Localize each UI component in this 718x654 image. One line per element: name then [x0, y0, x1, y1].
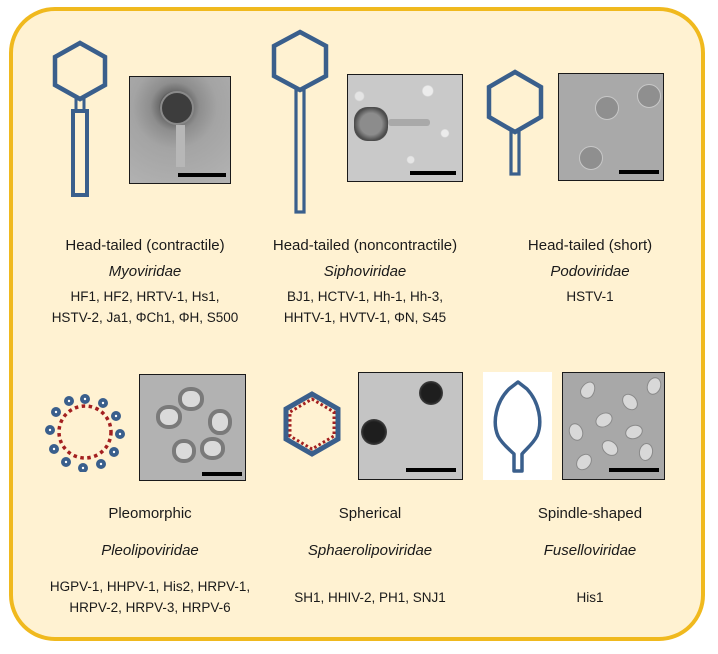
virus-members: HF1, HF2, HRTV-1, Hs1, HSTV-2, Ja1, ΦCh1… — [51, 289, 239, 325]
family-label: Pleolipoviridae — [101, 542, 199, 559]
morphotype-label: Spindle-shaped — [537, 505, 643, 522]
family-label: Sphaerolipoviridae — [307, 542, 433, 559]
virus-members: His1 — [576, 590, 604, 605]
morphotype-label: Head-tailed (noncontractile) — [272, 237, 458, 254]
tem-siphovirus-micrograph — [347, 74, 463, 182]
spindle-virus-icon — [493, 380, 542, 473]
morphotype-label: Head-tailed (contractile) — [65, 237, 225, 254]
tem-pleolipovirus-micrograph — [139, 374, 246, 481]
family-label: Siphoviridae — [323, 263, 407, 280]
icosahedral-lipid-virus-icon — [283, 391, 341, 457]
morphotype-label: Spherical — [338, 505, 402, 522]
virus-members: HGPV-1, HHPV-1, His2, HRPV-1, HRPV-2, HR… — [49, 579, 251, 615]
long-tail-phage-icon — [271, 29, 329, 214]
pleomorphic-membrane-vesicle-icon — [45, 394, 125, 472]
tem-myovirus-micrograph — [129, 76, 231, 184]
short-tail-phage-icon — [486, 69, 544, 176]
cryo-em-podovirus-micrograph — [558, 73, 664, 181]
family-label: Podoviridae — [550, 263, 630, 280]
virus-members: HSTV-1 — [566, 289, 614, 304]
family-label: Fuselloviridae — [543, 542, 637, 559]
contractile-tail-phage-icon — [52, 40, 108, 197]
tem-fusellovirus-micrograph — [562, 372, 665, 480]
spindle-schematic-box — [483, 372, 552, 480]
virus-members: BJ1, HCTV-1, Hh-1, Hh-3, HHTV-1, HVTV-1,… — [283, 289, 447, 325]
virus-members: SH1, HHIV-2, PH1, SNJ1 — [294, 590, 446, 605]
morphotype-label: Head-tailed (short) — [527, 237, 653, 254]
family-label: Myoviridae — [108, 263, 182, 280]
tem-sphaerolipovirus-micrograph — [358, 372, 463, 480]
morphotype-label: Pleomorphic — [108, 505, 192, 522]
